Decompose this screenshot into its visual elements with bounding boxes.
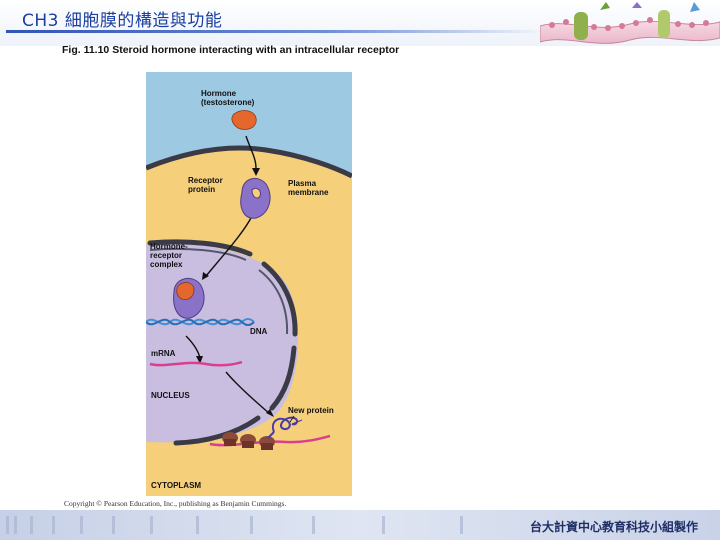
- bound-hormone: [176, 282, 195, 300]
- new-protein: [272, 416, 299, 433]
- hormone-label-sub: (testosterone): [201, 98, 255, 107]
- plasma-membrane: [146, 145, 352, 179]
- nucleus-label: NUCLEUS: [151, 391, 190, 400]
- complex-label: Hormone-: [150, 242, 188, 251]
- new-protein-label: New protein: [288, 406, 334, 415]
- footer-credit: 台大計資中心教育科技小組製作: [529, 520, 698, 534]
- plasma-membrane-label: Plasma: [288, 179, 317, 188]
- receptor-protein: [240, 177, 271, 219]
- mrna-strand: [149, 360, 243, 367]
- copyright-notice: Copyright © Pearson Education, Inc., pub…: [64, 499, 287, 508]
- plasma-membrane-label-sub: membrane: [288, 188, 329, 197]
- membrane-decoration-image: [540, 2, 720, 44]
- figure-caption: Fig. 11.10 Steroid hormone interacting w…: [62, 44, 400, 56]
- dna-label: DNA: [250, 327, 268, 336]
- dna-helix: [146, 318, 255, 326]
- pathway-arrows: [185, 135, 271, 415]
- slide-title: CH3 細胞膜的構造與功能: [22, 11, 223, 31]
- footer-pattern: [6, 516, 463, 534]
- steroid-hormone-figure: Hormone (testosterone) Receptor protein …: [146, 72, 352, 496]
- complex-label-3: complex: [150, 260, 183, 269]
- hormone-label: Hormone: [201, 89, 237, 98]
- footer-bar: 台大計資中心教育科技小組製作: [0, 510, 720, 540]
- mrna-label: mRNA: [151, 349, 176, 358]
- complex-label-2: receptor: [150, 251, 182, 260]
- nuclear-envelope: [147, 239, 298, 446]
- receptor-protein-label-sub: protein: [188, 185, 215, 194]
- title-divider: [6, 30, 546, 33]
- receptor-protein-label: Receptor: [188, 176, 223, 185]
- cytoplasm-label: CYTOPLASM: [151, 481, 201, 490]
- ribosomes: [222, 432, 275, 450]
- hormone-molecule: [231, 110, 257, 130]
